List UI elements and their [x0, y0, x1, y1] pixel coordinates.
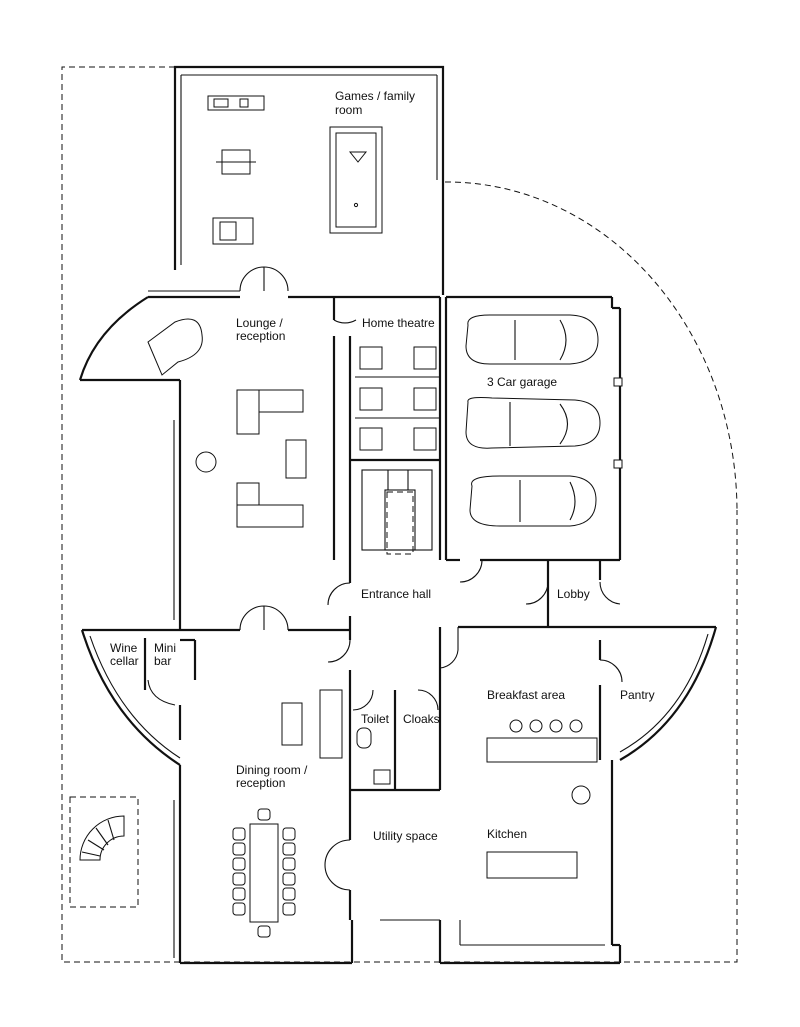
utility-label: Utility space: [373, 829, 438, 843]
pantry-label: Pantry: [620, 688, 655, 702]
pool-table: [329, 126, 383, 234]
dining-furniture: [232, 689, 343, 938]
gym-equipment: [207, 95, 265, 245]
main-staircase: [361, 469, 433, 555]
wine-cellar-label-line1: Wine: [110, 641, 138, 655]
kitchen-wing-walls: [438, 560, 718, 965]
site-boundary: [61, 66, 738, 963]
lounge-sofas: [195, 389, 307, 528]
games-room-walls: [173, 65, 445, 295]
main-outer-walls: [78, 266, 354, 965]
lounge-label-line1: Lounge /: [236, 316, 283, 330]
toilet-label: Toilet: [361, 712, 390, 726]
mini-bar-label-line2: bar: [154, 654, 171, 668]
mini-bar-label-line1: Mini: [154, 641, 176, 655]
breakfast-label: Breakfast area: [487, 688, 565, 702]
garage-walls: [444, 295, 623, 583]
cloaks-label: Cloaks: [403, 712, 440, 726]
entrance-hall-label: Entrance hall: [361, 587, 431, 601]
home-theatre-label: Home theatre: [362, 316, 435, 330]
lounge-label-line2: reception: [236, 329, 285, 343]
kitchen-label: Kitchen: [487, 827, 527, 841]
spiral-staircase: [69, 796, 139, 908]
kitchen-fixtures: [486, 719, 598, 879]
lobby-label: Lobby: [557, 587, 590, 601]
theatre-seats: [355, 346, 440, 451]
piano: [147, 318, 203, 376]
centre-walls: [324, 295, 459, 921]
dining-label-line2: reception: [236, 776, 285, 790]
dining-label-line1: Dining room /: [236, 763, 308, 777]
wine-cellar-label-line2: cellar: [110, 654, 139, 668]
cars: [465, 314, 601, 527]
games-room-label-line2: room: [335, 103, 362, 117]
games-room-label-line1: Games / family: [335, 89, 415, 103]
garage-label: 3 Car garage: [487, 375, 557, 389]
toilet-fixtures: [356, 727, 391, 785]
